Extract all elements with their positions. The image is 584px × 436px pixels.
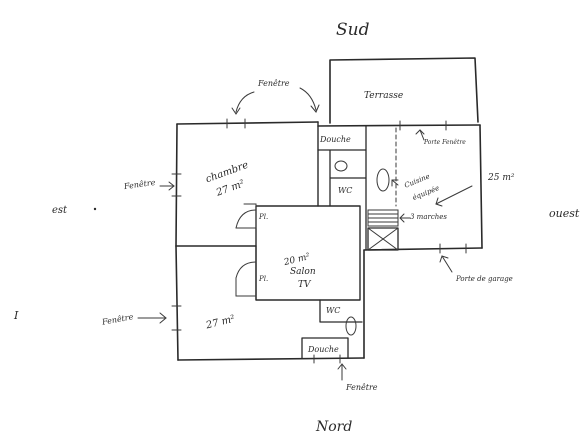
elevator-x-box — [367, 227, 399, 251]
label-porte-fenetre: Porte Fenêtre — [424, 139, 466, 146]
label-escalier: 3 marches — [410, 213, 447, 221]
compass-ouest: ouest — [549, 207, 580, 220]
label-douche-low: Douche — [308, 345, 339, 354]
label-terrasse: Terrasse — [364, 91, 404, 101]
label-cuisine-area: 25 m² — [488, 173, 515, 183]
fixtures — [334, 160, 390, 336]
label-fenetre-top: Fenêtre — [258, 79, 290, 88]
label-salon: Salon — [290, 267, 316, 277]
label-placard-2: Pl. — [259, 275, 269, 283]
label-placard-1: Pl. — [259, 213, 269, 221]
interior-walls — [175, 121, 367, 359]
door-swings — [235, 203, 257, 297]
label-douche-top: Douche — [320, 135, 351, 144]
compass-nord: Nord — [316, 419, 353, 435]
label-salon-sub: TV — [298, 280, 311, 290]
label-mark-i: I — [14, 309, 19, 322]
stray-marks — [93, 207, 97, 211]
window-ticks — [171, 118, 467, 364]
stairs-3-marches — [367, 209, 399, 227]
annotation-arrows — [137, 87, 473, 381]
label-porte-garage: Porte de garage — [456, 275, 513, 283]
label-fenetre-bottom: Fenêtre — [346, 383, 378, 392]
compass-est: est — [52, 205, 68, 216]
label-wc-top: WC — [338, 186, 353, 195]
compass-sud: Sud — [336, 20, 370, 40]
label-wc-low: WC — [326, 306, 341, 315]
terrasse-outline — [329, 57, 479, 124]
